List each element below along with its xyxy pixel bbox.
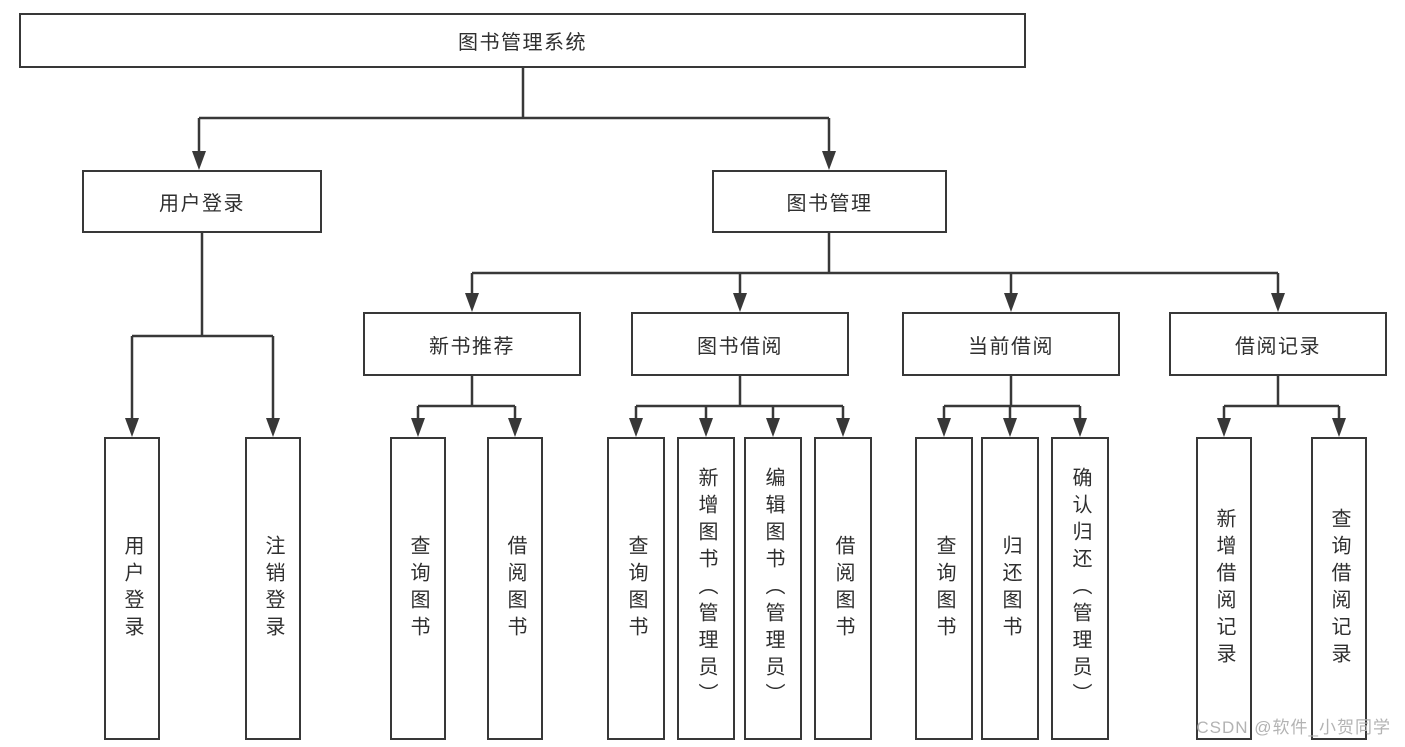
leaf-label: 用户登录 <box>121 534 143 643</box>
edge-userlogin-to-leaves <box>130 233 275 420</box>
leaf-query-books-newrec: 查询图书 <box>390 437 446 740</box>
arrow-down-icon <box>822 151 836 170</box>
edge-bookmgmt-to-level3 <box>470 233 1280 295</box>
leaf-label: 新增借阅记录 <box>1213 507 1235 670</box>
arrow-down-icon <box>411 418 425 437</box>
arrow-down-icon <box>1003 418 1017 437</box>
leaf-label: 确认归还（管理员） <box>1069 467 1091 710</box>
leaf-user-login: 用户登录 <box>104 437 160 740</box>
arrow-down-icon <box>836 418 850 437</box>
node-user-login: 用户登录 <box>82 170 322 233</box>
arrow-down-icon <box>733 293 747 312</box>
leaf-add-book-admin: 新增图书（管理员） <box>677 437 735 740</box>
leaf-label: 查询图书 <box>407 534 429 643</box>
arrow-down-icon <box>766 418 780 437</box>
arrow-down-icon <box>699 418 713 437</box>
leaf-query-books-borrowing: 查询图书 <box>607 437 665 740</box>
edge-borrow-to-leaves <box>634 376 845 420</box>
arrow-down-icon <box>192 151 206 170</box>
node-book-management: 图书管理 <box>712 170 947 233</box>
leaf-label: 新增图书（管理员） <box>695 467 717 710</box>
edge-current-to-leaves <box>942 376 1082 420</box>
node-borrowing-records: 借阅记录 <box>1169 312 1387 376</box>
arrow-down-icon <box>1217 418 1231 437</box>
node-new-book-recommendation: 新书推荐 <box>363 312 581 376</box>
arrow-down-icon <box>125 418 139 437</box>
arrow-down-icon <box>1332 418 1346 437</box>
arrow-down-icon <box>1004 293 1018 312</box>
leaf-borrow-books-borrowing: 借阅图书 <box>814 437 872 740</box>
arrow-down-icon <box>508 418 522 437</box>
leaf-label: 注销登录 <box>262 534 284 643</box>
leaf-return-books: 归还图书 <box>981 437 1039 740</box>
leaf-confirm-return-admin: 确认归还（管理员） <box>1051 437 1109 740</box>
edge-root-to-level2 <box>197 68 831 153</box>
arrow-down-icon <box>1073 418 1087 437</box>
edge-newrec-to-leaves <box>416 376 517 420</box>
leaf-edit-book-admin: 编辑图书（管理员） <box>744 437 802 740</box>
arrow-down-icon <box>629 418 643 437</box>
leaf-query-borrow-record: 查询借阅记录 <box>1311 437 1367 740</box>
leaf-query-books-current: 查询图书 <box>915 437 973 740</box>
node-book-borrowing: 图书借阅 <box>631 312 849 376</box>
leaf-label: 查询图书 <box>625 534 647 643</box>
arrow-down-icon <box>937 418 951 437</box>
leaf-label: 编辑图书（管理员） <box>762 467 784 710</box>
leaf-logout: 注销登录 <box>245 437 301 740</box>
csdn-watermark: CSDN @软件_小贺同学 <box>1196 718 1391 737</box>
arrow-down-icon <box>266 418 280 437</box>
node-library-management-system: 图书管理系统 <box>19 13 1026 68</box>
leaf-label: 查询借阅记录 <box>1328 507 1350 670</box>
node-current-borrowing: 当前借阅 <box>902 312 1120 376</box>
leaf-borrow-books-newrec: 借阅图书 <box>487 437 543 740</box>
leaf-label: 借阅图书 <box>504 534 526 643</box>
edge-record-to-leaves <box>1222 376 1341 420</box>
arrow-down-icon <box>465 293 479 312</box>
arrow-down-icon <box>1271 293 1285 312</box>
leaf-label: 查询图书 <box>933 534 955 643</box>
leaf-label: 归还图书 <box>999 534 1021 643</box>
leaf-add-borrow-record: 新增借阅记录 <box>1196 437 1252 740</box>
arrowheads <box>125 151 1346 437</box>
leaf-label: 借阅图书 <box>832 534 854 643</box>
